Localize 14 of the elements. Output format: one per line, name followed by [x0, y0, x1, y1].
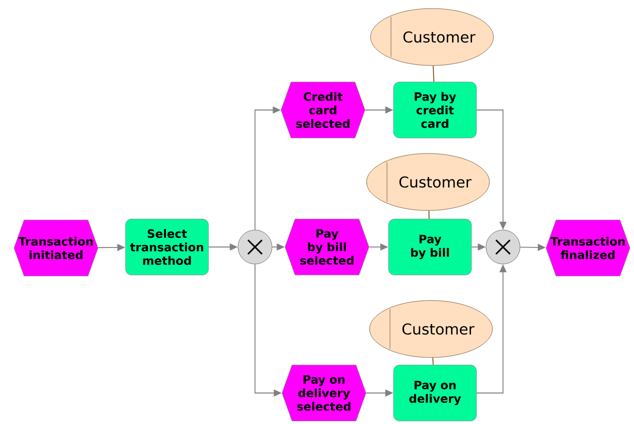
function-box: Pay by credit card — [393, 82, 477, 138]
function-box: Pay by bill — [388, 218, 472, 276]
function-box: Pay on delivery — [393, 364, 477, 422]
connector-line — [428, 210, 430, 220]
event-hexagon: Pay on delivery selected — [282, 364, 366, 422]
connector-line — [432, 357, 434, 366]
event-hexagon: Credit card selected — [280, 82, 366, 138]
event-hexagon: Transaction initiated — [14, 220, 98, 276]
xor-connector — [238, 230, 272, 264]
xor-connector — [486, 230, 520, 264]
event-hexagon: Pay by bill selected — [284, 218, 370, 276]
connector-line — [432, 65, 434, 82]
function-box: Select transaction method — [125, 218, 209, 276]
event-hexagon: Transaction finalized — [546, 220, 630, 276]
